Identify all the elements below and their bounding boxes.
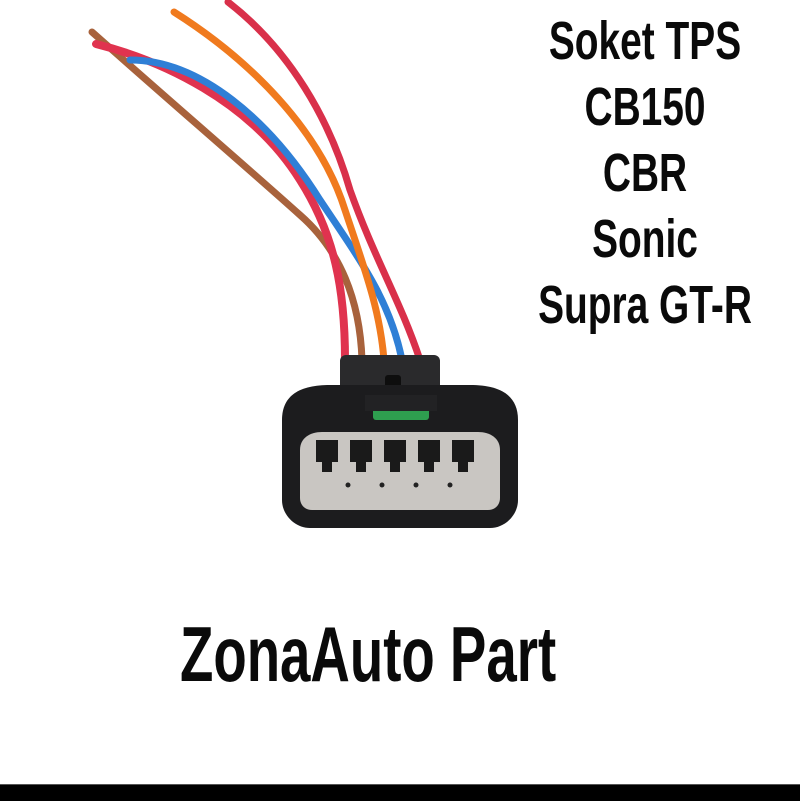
wire-red-right [224,0,424,364]
brand-name: ZonaAuto Part [180,610,557,698]
connector-housing [282,355,518,528]
title-line-3: CBR [602,143,688,203]
wire-brown [88,28,366,364]
bottom-bar [0,784,800,801]
product-title: Soket TPS CB150 CBR Sonic Supra GT-R [490,8,800,338]
wire-orange [170,8,388,364]
title-line-2: CB150 [584,77,706,137]
title-line-4: Sonic [592,209,698,269]
title-line-5: Supra GT-R [538,275,752,335]
title-line-1: Soket TPS [548,11,742,71]
wire-blue [126,56,406,364]
